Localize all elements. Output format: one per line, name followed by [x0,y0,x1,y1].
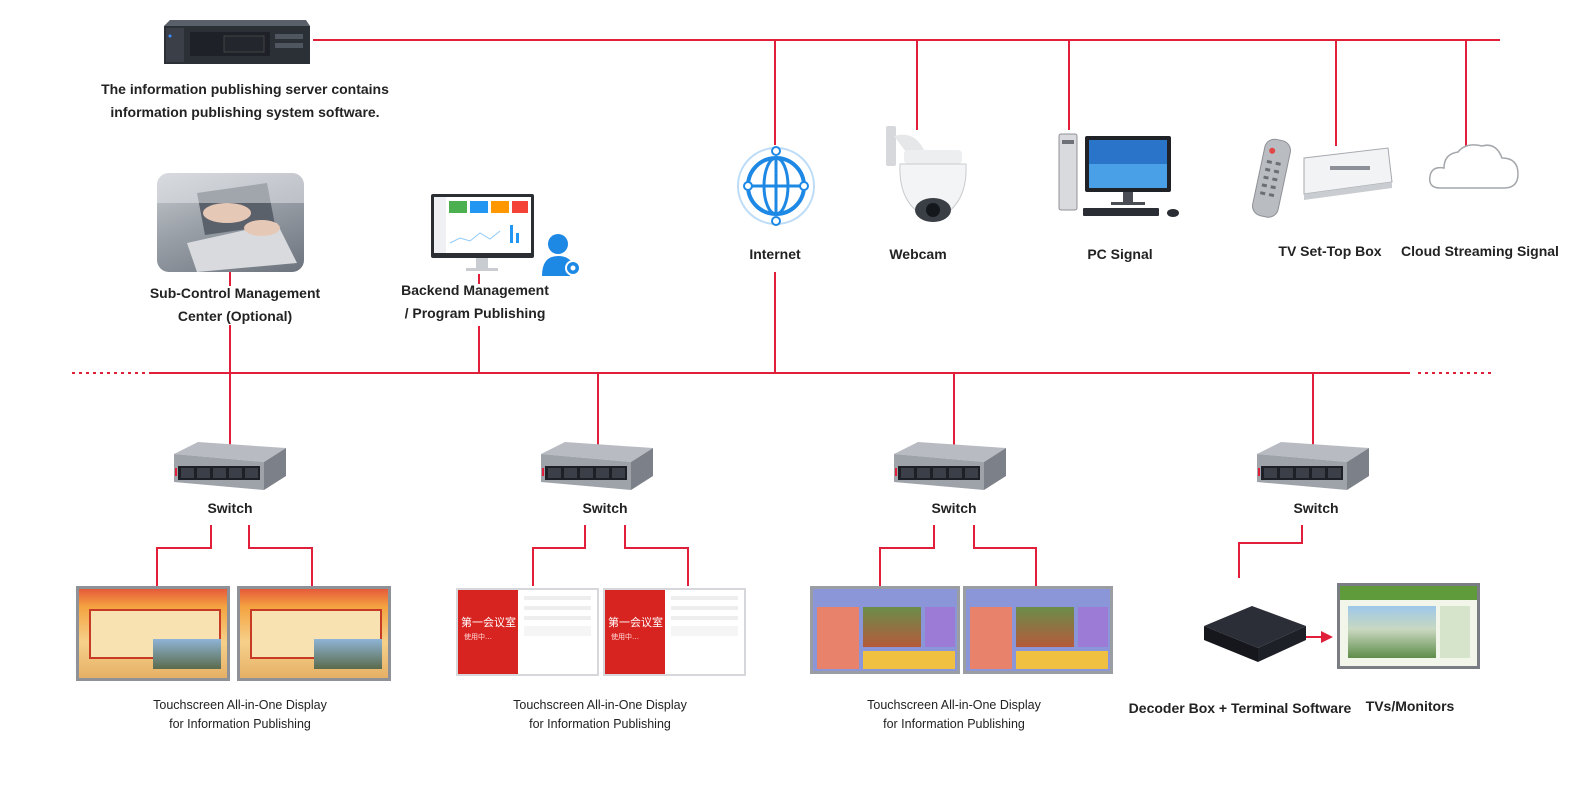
group-label-2: for Information Publishing [529,717,671,731]
room-status: 使用中… [611,633,639,641]
sports-display [963,586,1113,674]
group-label-1: Touchscreen All-in-One Display [153,698,327,712]
pc-label: PC Signal [1087,246,1153,262]
group-label-1: Touchscreen All-in-One Display [513,698,687,712]
tv-box-icon [1250,136,1395,221]
server-icon [160,16,315,66]
group-label-2: for Information Publishing [169,717,311,731]
tv-box-label: TV Set-Top Box [1278,243,1382,259]
group-label-1: Touchscreen All-in-One Display [867,698,1041,712]
subcontrol-label-2: Center (Optional) [177,308,293,324]
room-name: 第一会议室 [461,616,516,629]
switch-label: Switch [931,500,977,516]
server-label-1: The information publishing server contai… [101,81,389,97]
webcam-label: Webcam [889,246,947,262]
subcontrol-label-1: Sub-Control Management [149,285,321,301]
tvs-label: TVs/Monitors [1365,698,1455,714]
cloud-icon [1426,140,1522,196]
internet-label: Internet [749,246,801,262]
decoder-label: Decoder Box + Terminal Software [1128,700,1352,716]
group-label-2: for Information Publishing [883,717,1025,731]
sports-display [810,586,960,674]
poster-display [76,586,230,681]
monitor-dashboard-icon [430,193,535,275]
admin-user-icon [540,232,584,278]
globe-icon [735,145,817,227]
switch-icon [168,438,290,494]
switch-label: Switch [1293,500,1339,516]
room-status: 使用中… [464,633,492,641]
laptop-photo-icon [157,173,304,272]
tv-monitor-icon [1337,583,1480,669]
switch-icon [888,438,1010,494]
backend-label-2: / Program Publishing [404,305,546,321]
backend-label-1: Backend Management [401,282,549,298]
pc-icon [1055,130,1190,220]
webcam-icon [884,120,976,232]
meeting-room-display: 第一会议室 使用中… [456,588,599,676]
meeting-room-display: 第一会议室 使用中… [603,588,746,676]
decoder-box-icon [1200,600,1310,668]
switch-icon [535,438,657,494]
room-name: 第一会议室 [608,616,663,629]
server-label-2: information publishing system software. [110,104,380,120]
poster-display [237,586,391,681]
cloud-label: Cloud Streaming Signal [1401,243,1559,259]
switch-label: Switch [207,500,253,516]
switch-label: Switch [582,500,628,516]
switch-icon [1251,438,1373,494]
